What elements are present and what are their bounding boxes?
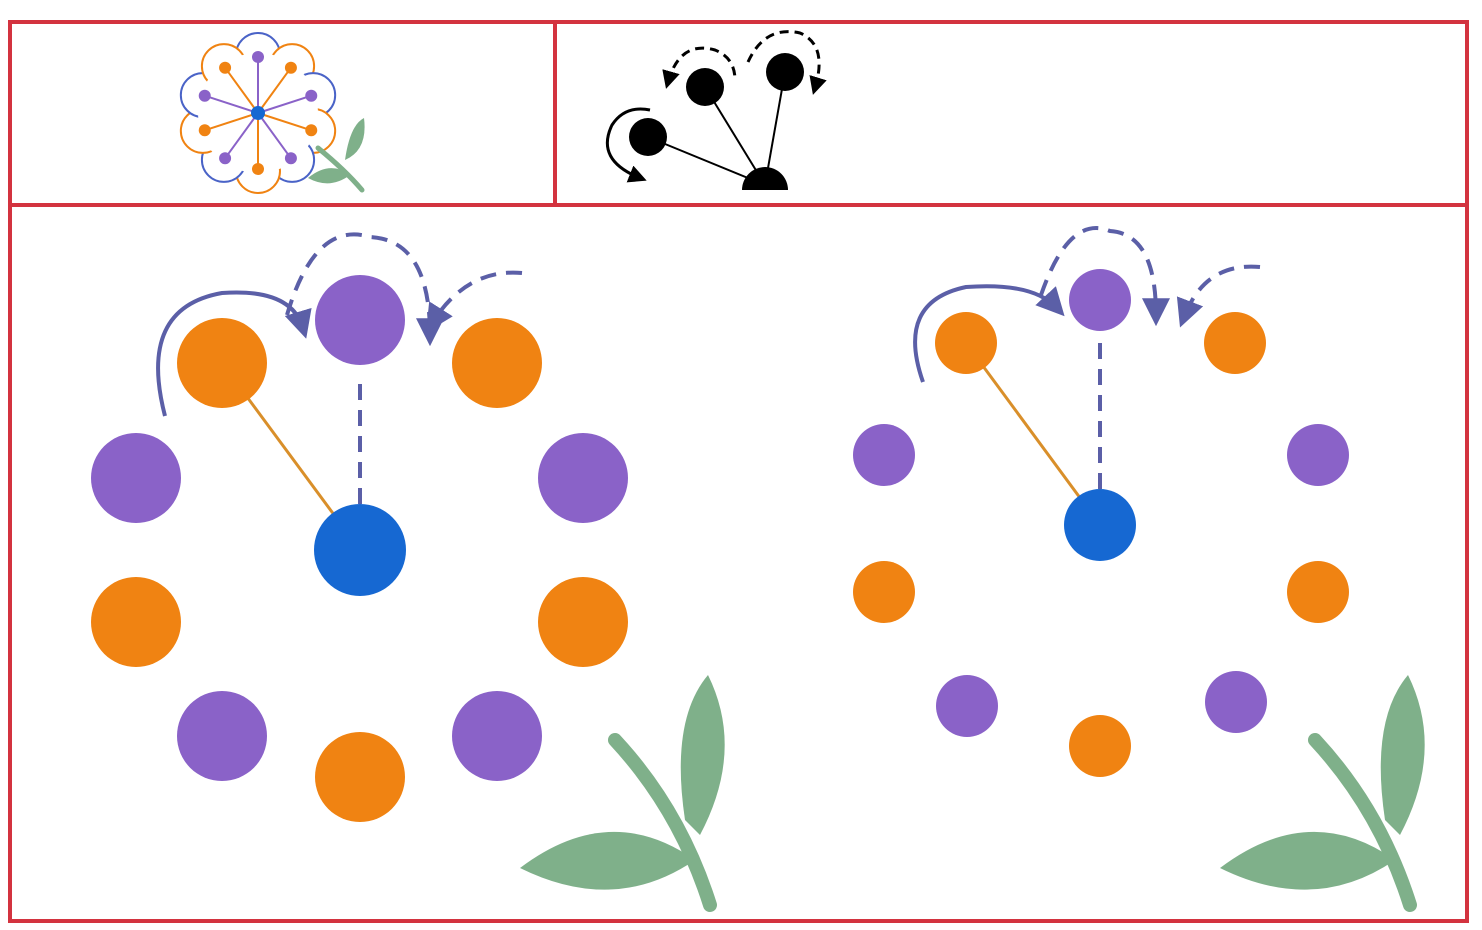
- ring-node-purple: [853, 424, 915, 486]
- ring-node-purple: [1287, 424, 1349, 486]
- flower-node: [305, 89, 318, 102]
- flower-spoke: [257, 112, 312, 132]
- panel-frames: [8, 20, 1469, 923]
- flower-node: [219, 61, 232, 74]
- flower-spoke: [257, 94, 312, 114]
- flower-node: [284, 61, 297, 74]
- ring-node-orange: [1204, 312, 1266, 374]
- leaf-stem: [608, 733, 717, 912]
- top-right-panel: [553, 20, 1469, 207]
- ring-node-orange: [177, 318, 267, 408]
- ring-node-orange: [853, 561, 915, 623]
- flower-node: [305, 124, 318, 137]
- ring-node-purple: [177, 691, 267, 781]
- ring-node-purple: [1069, 269, 1131, 331]
- ring-node-purple: [315, 275, 405, 365]
- ring-node-orange: [452, 318, 542, 408]
- flower-spoke: [224, 112, 259, 159]
- leaf: [345, 118, 365, 160]
- small-node-ring: [853, 226, 1425, 912]
- flower-node: [219, 152, 232, 165]
- bottom-panel: [8, 203, 1469, 923]
- solid-arrow: [156, 290, 312, 417]
- leaf-stem: [1308, 733, 1417, 912]
- stem: [315, 145, 365, 193]
- flower-spoke: [257, 112, 292, 159]
- flower-node: [252, 163, 264, 175]
- dashed-arrow: [425, 270, 523, 333]
- ring-node-orange: [935, 312, 997, 374]
- flower-node: [284, 152, 297, 165]
- leaf: [308, 168, 350, 184]
- flower-spoke: [224, 67, 259, 114]
- flower-icon: [179, 32, 365, 194]
- ring-node-purple: [1205, 671, 1267, 733]
- center-node: [1064, 489, 1136, 561]
- flower-node: [252, 51, 264, 63]
- ring-node-orange: [315, 732, 405, 822]
- ring-node-orange: [91, 577, 181, 667]
- node: [766, 53, 804, 91]
- spoke: [647, 136, 766, 186]
- leaf: [680, 675, 725, 835]
- leaf: [1220, 831, 1395, 890]
- ring-node-orange: [1287, 561, 1349, 623]
- flower-spoke: [204, 94, 259, 114]
- flower-node: [198, 89, 211, 102]
- dashed-arrow: [1039, 226, 1170, 327]
- flower-node: [198, 124, 211, 137]
- pivot: [742, 167, 788, 190]
- spoke: [764, 71, 786, 186]
- ring-node-purple: [452, 691, 542, 781]
- ring-node-purple: [936, 675, 998, 737]
- dashed-arrow: [662, 46, 737, 89]
- dashed-arrow: [746, 30, 827, 95]
- solid-link: [964, 342, 1102, 526]
- ring-node-orange: [1069, 715, 1131, 777]
- ring-node-purple: [538, 433, 628, 523]
- leaf: [1380, 675, 1425, 835]
- ring-node-orange: [538, 577, 628, 667]
- flower-spoke: [257, 67, 292, 114]
- spoke: [704, 86, 766, 186]
- dashed-arrow: [1176, 264, 1261, 328]
- center-node: [314, 504, 406, 596]
- node: [686, 68, 724, 106]
- solid-arrow: [913, 284, 1065, 383]
- flower-center: [251, 106, 265, 120]
- node: [629, 118, 667, 156]
- leaf: [520, 831, 695, 890]
- solid-arrow: [606, 107, 651, 183]
- ring-node-purple: [91, 433, 181, 523]
- large-node-ring: [91, 232, 725, 912]
- flower-spoke: [204, 112, 259, 132]
- rotation-arrows-icon: [606, 30, 827, 190]
